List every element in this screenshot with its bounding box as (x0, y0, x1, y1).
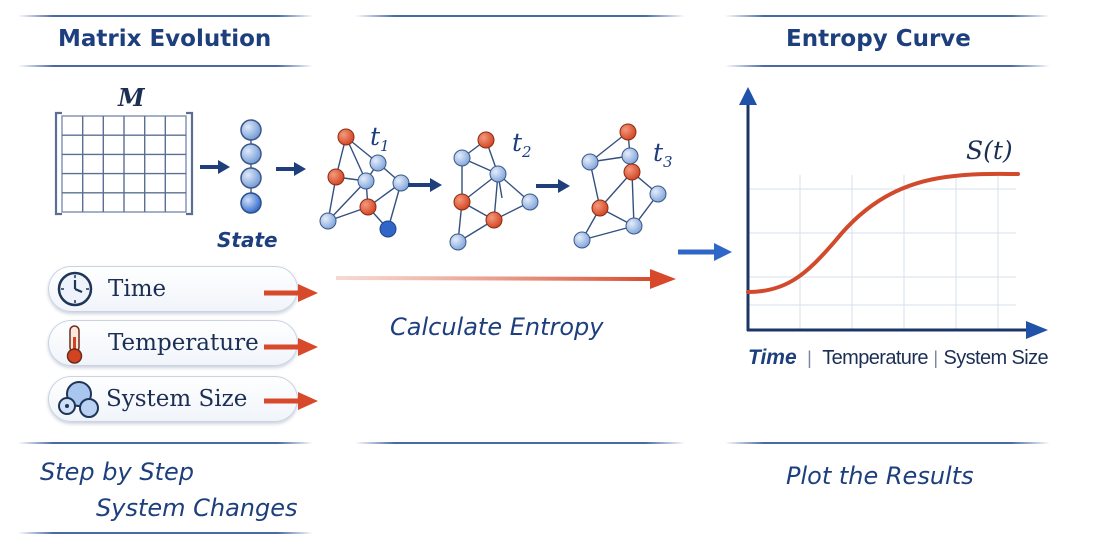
arrow-graph2-to-graph3 (536, 179, 570, 193)
matrix-label: M (118, 83, 145, 112)
calculate-entropy-caption: Calculate Entropy (390, 313, 604, 341)
bottom-rule-center (355, 442, 685, 444)
arrow-into-chart (678, 243, 732, 261)
x-label-separator-2: | (933, 348, 939, 368)
param-temperature[interactable]: Temperature (48, 320, 298, 366)
x-label-system-size: System Size (943, 347, 1049, 369)
t3-sub: 3 (663, 153, 673, 171)
chart-y-axis-arrowhead (739, 87, 757, 105)
top-rule-right (725, 15, 1050, 17)
chart-x-axis-labels: Time | Temperature | System Size (748, 346, 1049, 370)
x-label-time: Time (748, 346, 797, 369)
param-time[interactable]: Time (48, 266, 298, 312)
red-arrow-system-size (264, 392, 318, 410)
time-step-t1: t1 (370, 122, 390, 155)
network-graph-t1 (319, 128, 410, 238)
footer-rule-left (18, 532, 313, 534)
t1-base: t (370, 122, 381, 151)
state-vector (240, 119, 262, 214)
t1-sub: 1 (380, 137, 390, 155)
param-temperature-label: Temperature (108, 330, 259, 356)
red-arrow-temperature (264, 338, 318, 356)
entropy-chart (739, 87, 1048, 339)
x-label-separator-1: | (807, 348, 812, 368)
x-label-temperature: Temperature (822, 347, 928, 369)
state-label: State (217, 228, 278, 252)
t2-sub: 2 (522, 143, 532, 161)
param-system-size[interactable]: System Size (48, 376, 298, 422)
thermometer-icon (66, 325, 83, 364)
top-rule-center (355, 15, 685, 17)
bubbles-icon (58, 381, 99, 418)
t2-base: t (512, 128, 523, 157)
t3-base: t (653, 138, 664, 167)
bottom-rule-left (18, 442, 313, 444)
arrow-matrix-to-state (200, 160, 230, 174)
network-graph-t2 (449, 131, 539, 251)
step-by-step-line1: Step by Step (40, 458, 194, 486)
step-by-step-line2: System Changes (96, 494, 298, 522)
clock-icon (57, 271, 93, 307)
long-red-arrow (335, 269, 676, 289)
time-step-t2: t2 (512, 128, 532, 161)
network-graph-t3 (573, 123, 667, 249)
matrix-grid (54, 111, 194, 216)
matrix-evolution-title: Matrix Evolution (58, 26, 272, 52)
title-rule-left (18, 65, 313, 67)
entropy-series-label: S(t) (966, 136, 1013, 165)
time-step-t3: t3 (653, 138, 673, 171)
red-arrow-time (264, 284, 318, 302)
chart-x-axis-arrowhead (1026, 321, 1048, 339)
arrow-state-to-graph1 (276, 162, 306, 176)
entropy-curve-title: Entropy Curve (786, 26, 971, 52)
bottom-rule-right (725, 442, 1050, 444)
plot-results-caption: Plot the Results (786, 462, 974, 490)
title-rule-right (725, 65, 1050, 67)
arrow-graph1-to-graph2 (408, 178, 442, 192)
param-time-label: Time (108, 276, 167, 302)
entropy-curve (746, 171, 1020, 294)
param-system-size-label: System Size (106, 386, 248, 412)
top-rule-left (18, 15, 313, 17)
